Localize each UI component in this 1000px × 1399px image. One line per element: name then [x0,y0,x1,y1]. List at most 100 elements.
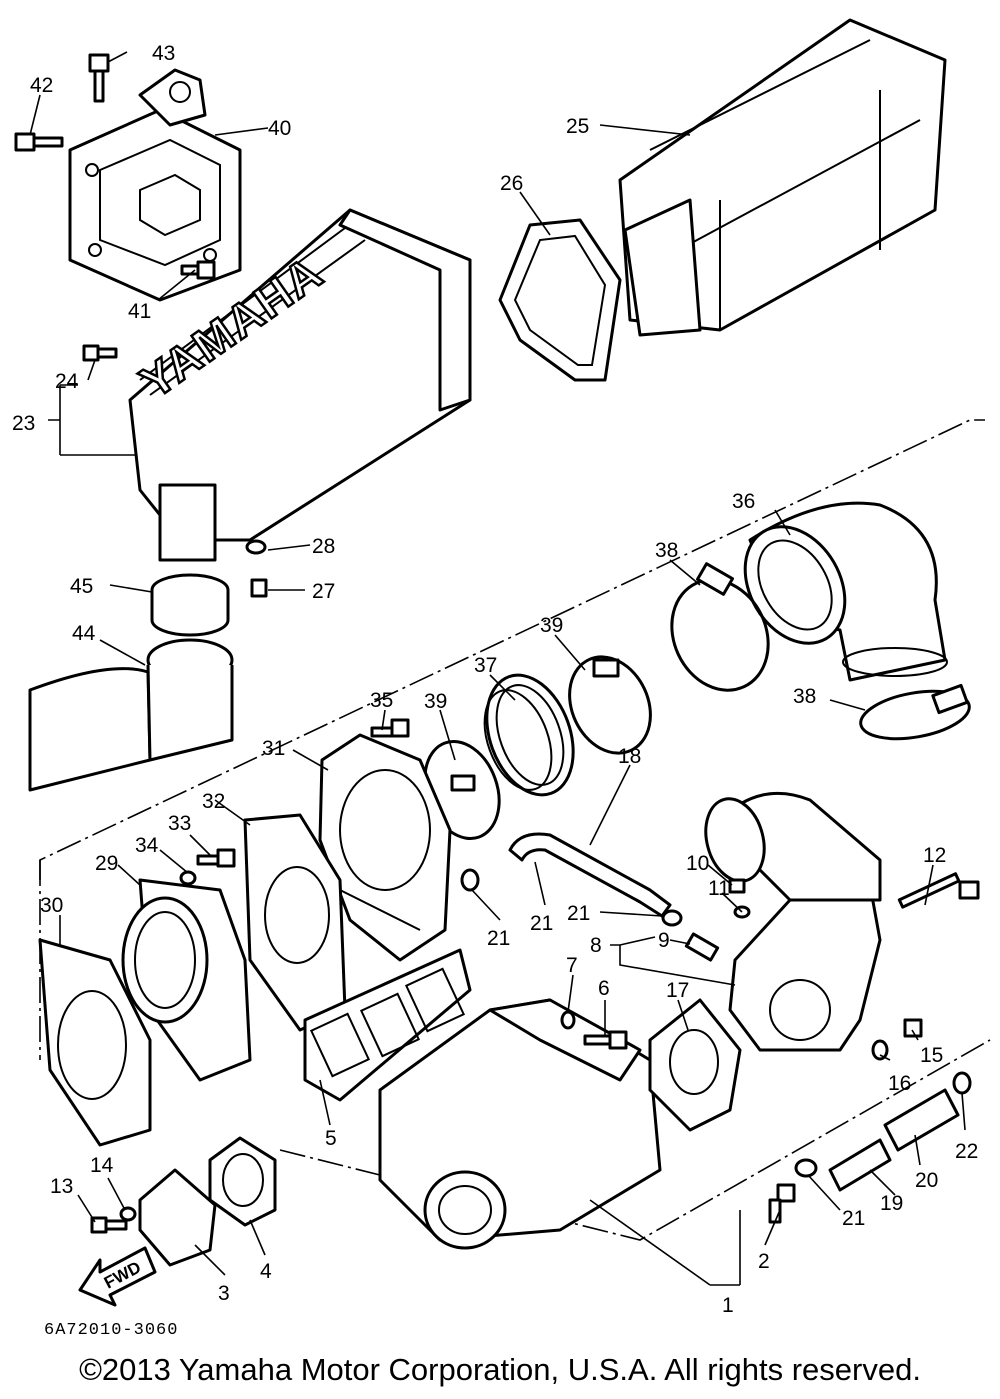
callout-31: 31 [262,737,285,760]
callout-39-left: 39 [424,690,447,713]
leader-lines [29,51,966,1286]
callout-35: 35 [370,689,393,712]
callout-25: 25 [566,115,589,138]
callout-1: 1 [722,1294,734,1317]
callout-11: 11 [708,877,730,900]
callout-23: 23 [12,412,35,435]
callout-38-upper: 38 [655,539,678,562]
bolt-33 [196,848,236,868]
body-31 [318,733,452,962]
gasket-5 [303,948,472,1102]
callout-44: 44 [72,622,96,645]
callout-3: 3 [218,1282,230,1305]
fitting-9 [684,932,720,962]
clip-21-mid [661,909,683,927]
callout-6: 6 [598,977,610,1000]
callout-36: 36 [732,490,755,513]
callout-10: 10 [686,852,709,875]
callout-43: 43 [152,42,175,65]
callout-29: 29 [95,852,118,875]
gasket-26 [498,218,622,382]
callout-30: 30 [40,894,63,917]
callout-8: 8 [590,934,602,957]
gasket-4 [208,1136,277,1227]
washer-7 [560,1010,576,1030]
bolt-24 [82,344,118,362]
elbow-36 [743,501,948,682]
callout-27: 27 [312,580,335,603]
callout-45: 45 [70,575,93,598]
copyright-notice: ©2013 Yamaha Motor Corporation, U.S.A. A… [79,1352,921,1387]
callout-34: 34 [135,834,159,857]
callout-15: 15 [920,1044,943,1067]
gasket-17 [648,998,742,1132]
joint-45 [150,573,230,637]
nipple-19 [828,1138,892,1192]
callout-21-mid-b: 21 [530,912,553,935]
bolt-41 [180,260,216,280]
clip-22 [952,1071,972,1095]
callout-12: 12 [923,844,946,867]
callout-13: 13 [50,1175,73,1198]
bolt-35 [370,718,410,738]
fwd-arrow: FWD [78,1246,157,1307]
callout-5: 5 [325,1127,337,1150]
cover-3 [138,1168,217,1267]
callout-37: 37 [474,654,497,677]
callout-21-mid-a: 21 [567,902,590,925]
callout-9: 9 [658,929,670,952]
callout-19: 19 [880,1192,903,1215]
bolt-13 [90,1216,128,1234]
clip-21-lower [794,1158,818,1178]
callout-21-left: 21 [487,927,510,950]
callout-2: 2 [758,1250,770,1273]
outlet-pipe-8 [704,791,882,1052]
bolt-27 [250,578,268,598]
sleeve-37 [483,673,575,797]
bracket-40 [68,68,242,302]
gasket-30 [38,938,152,1147]
bolt-43 [88,53,110,103]
callout-7: 7 [566,954,578,977]
callout-4: 4 [260,1260,272,1283]
bolt-12 [897,872,980,909]
callout-32: 32 [202,790,225,813]
callout-24: 24 [55,370,79,393]
callout-26: 26 [500,172,523,195]
callout-16: 16 [888,1072,911,1095]
callout-17: 17 [666,979,689,1002]
callout-labels: 43 42 40 41 25 26 24 23 28 27 45 44 36 3… [12,42,978,1317]
callout-28: 28 [312,535,335,558]
clamp-39-right [568,655,652,755]
bolt-15 [903,1018,923,1038]
washer-14 [119,1206,137,1222]
hose-44 [28,638,234,792]
clip-21-left [460,868,480,892]
callout-18: 18 [618,745,641,768]
callout-40: 40 [268,117,291,140]
bolt-6 [583,1030,628,1050]
clamp-38-lower [859,683,971,741]
callout-22: 22 [955,1140,978,1163]
bolt-2 [768,1183,796,1224]
cover-25 [618,18,947,337]
drawing-code: 6A72010-3060 [44,1321,179,1340]
washer-28 [245,539,267,555]
washer-16 [871,1039,889,1061]
manifold-1 [378,998,662,1250]
callout-21-lower: 21 [842,1207,865,1230]
callout-38-lower: 38 [793,685,816,708]
callout-39-right: 39 [540,614,563,637]
hose-20 [883,1088,960,1152]
callout-14: 14 [90,1154,114,1177]
plate-29 [121,878,252,1082]
washer-34 [179,870,197,886]
callout-20: 20 [915,1169,938,1192]
clamp-38-upper [670,562,770,692]
callout-33: 33 [168,812,191,835]
bolt-10 [728,878,746,894]
callout-42: 42 [30,74,53,97]
bolt-42 [14,132,64,152]
callout-41: 41 [128,300,151,323]
